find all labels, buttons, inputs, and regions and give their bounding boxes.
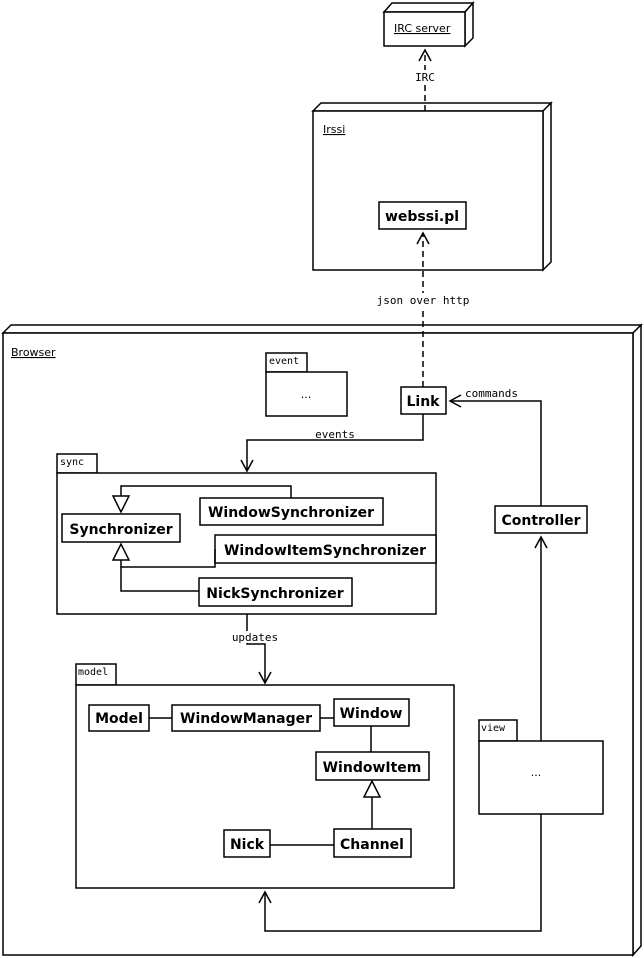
link-class: Link — [400, 386, 447, 415]
window-manager-label: WindowManager — [180, 711, 312, 727]
synchronizer-label: Synchronizer — [69, 522, 172, 538]
nick-synchronizer-class: NickSynchronizer — [198, 577, 353, 607]
browser-title: Browser — [11, 346, 56, 359]
window-synchronizer-class: WindowSynchronizer — [199, 497, 384, 526]
irssi-title: Irssi — [323, 123, 345, 136]
irc-edge-label: IRC — [415, 71, 435, 84]
window-item-class: WindowItem — [315, 751, 430, 781]
window-label: Window — [340, 706, 403, 722]
model-label: Model — [95, 711, 143, 727]
window-item-label: WindowItem — [323, 760, 422, 776]
model-package-tab: model — [78, 667, 108, 678]
window-synchronizer-label: WindowSynchronizer — [208, 505, 374, 521]
nick-class: Nick — [223, 829, 271, 858]
window-item-synchronizer-class: WindowItemSynchronizer — [214, 534, 437, 564]
view-package-tab: view — [481, 723, 506, 734]
irc-server-node: IRC server — [382, 1, 475, 48]
model-class: Model — [88, 704, 150, 732]
commands-edge: commands — [448, 387, 542, 506]
controller-label: Controller — [501, 513, 580, 529]
window-item-synchronizer-label: WindowItemSynchronizer — [224, 543, 426, 559]
irssi-node: Irssi — [311, 101, 553, 272]
view-package-body: ... — [531, 766, 542, 779]
event-package-body: ... — [301, 388, 312, 401]
event-package-tab: event — [269, 356, 299, 367]
window-class: Window — [333, 698, 410, 727]
json-over-http-dependency: json over http — [372, 231, 474, 387]
irc-server-title: IRC server — [394, 22, 451, 35]
model-associations — [149, 717, 382, 846]
webssi-class: webssi.pl — [378, 201, 467, 230]
channel-class: Channel — [333, 828, 412, 858]
view-to-model-edge — [258, 814, 542, 932]
updates-label: updates — [232, 631, 278, 644]
event-package: event ... — [265, 352, 348, 417]
nick-label: Nick — [230, 837, 265, 853]
events-label: events — [315, 428, 355, 441]
channel-label: Channel — [340, 837, 404, 853]
link-label: Link — [407, 394, 441, 410]
sync-package-tab: sync — [60, 457, 84, 468]
synchronizer-class: Synchronizer — [61, 513, 181, 543]
irc-dependency: IRC — [412, 48, 438, 111]
controller-class: Controller — [494, 505, 588, 534]
events-edge: events — [240, 414, 424, 473]
commands-label: commands — [465, 387, 518, 400]
window-manager-class: WindowManager — [171, 704, 321, 732]
webssi-label: webssi.pl — [385, 209, 459, 225]
updates-edge: updates — [229, 614, 281, 685]
json-over-http-label: json over http — [377, 294, 470, 307]
sync-generalizations — [111, 485, 292, 592]
nick-synchronizer-label: NickSynchronizer — [206, 586, 343, 602]
